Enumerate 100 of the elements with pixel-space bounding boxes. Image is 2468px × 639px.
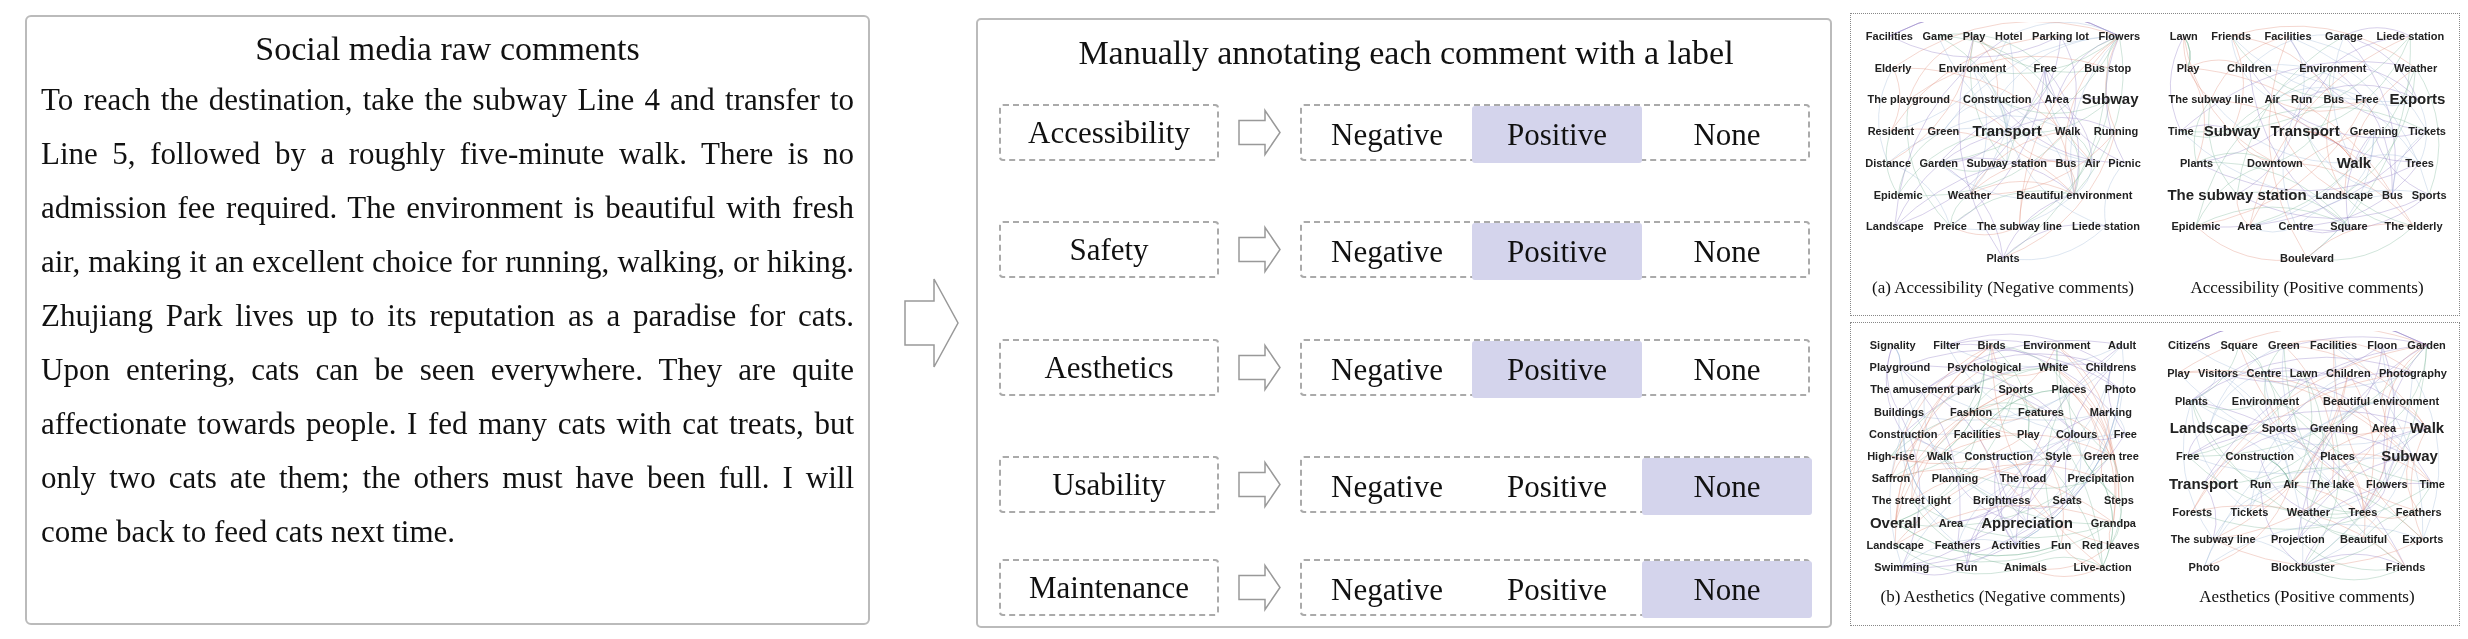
network-word: Activities (1990, 537, 2042, 553)
network-word: Saffron (1870, 471, 1912, 487)
network-word: Garden (2406, 338, 2447, 353)
network-word: Downtown (2246, 155, 2304, 171)
network-word: Sports (1997, 382, 2035, 398)
network-word: Blockbuster (2269, 560, 2336, 575)
label-option: Negative (1302, 458, 1472, 515)
network-word: Childrens (2084, 360, 2138, 376)
network-word: Walk (2408, 420, 2446, 437)
network-word: Birds (1976, 338, 2007, 353)
network-word: Lawn (2168, 29, 2199, 44)
network-word: Free (2175, 449, 2201, 464)
network-word: Environment (2298, 60, 2368, 76)
network-word: Lawn (2288, 365, 2319, 381)
label-text: Usability (1052, 466, 1166, 503)
network-word: Picnic (2107, 155, 2142, 171)
option-row-box (1300, 104, 1810, 161)
network-word: Parking lot (2031, 29, 2090, 44)
network-word: Colours (2054, 426, 2099, 442)
network-word: Liede station (2071, 219, 2141, 235)
network-word: Features (2017, 404, 2065, 420)
network-word: Places (2050, 382, 2088, 398)
network-word: Places (2319, 449, 2356, 464)
network-word: Playground (1868, 360, 1932, 376)
network-word: Play (2175, 60, 2201, 76)
network-word: Garden (1918, 155, 1959, 171)
label-option: None (1642, 458, 1812, 515)
network-word: Facilities (1952, 426, 2002, 442)
network-word: Photo (2103, 382, 2137, 398)
network-word: Transport (1971, 123, 2043, 140)
network-word: Planning (1930, 471, 1980, 487)
option-row-box (1300, 339, 1810, 396)
network-word: Landscape (1865, 219, 1925, 235)
network-word: Psychological (1946, 360, 2023, 376)
network-word: Sports (2410, 187, 2448, 203)
panel-title: Manually annotating each comment with a label (1077, 34, 1735, 72)
network-word: Buildings (1872, 404, 1926, 420)
network-word: Run (2289, 92, 2314, 108)
network-word: Trees (2347, 504, 2379, 520)
network-word: Weather (2392, 60, 2439, 76)
network-word: Forests (2171, 504, 2213, 520)
block-arrow (1238, 460, 1281, 509)
network-word: Bus (2322, 92, 2346, 108)
network-word: Plants (2179, 155, 2215, 171)
network-word: Subway station (1965, 155, 2049, 171)
network-word: Transport (2167, 475, 2240, 492)
network-word: Citizens (2167, 338, 2212, 353)
network-word: Exports (2401, 532, 2445, 548)
option-row-box (1300, 456, 1810, 513)
network-word: Plants (1985, 250, 2021, 266)
network-word: Fun (2050, 537, 2073, 553)
network-word: Walk (2054, 124, 2082, 140)
network-word: Trees (2404, 155, 2435, 171)
network-word: Signality (1868, 338, 1917, 353)
network-word: Boulevard (2279, 250, 2335, 266)
network-word: Brightness (1971, 493, 2032, 509)
network-word: Friends (2210, 29, 2253, 44)
network-word: The amusement park (1869, 382, 1982, 398)
network-word: Beautiful (2339, 532, 2389, 548)
network-word: Bus (2380, 187, 2404, 203)
network-word: Beautiful environment (2321, 393, 2441, 409)
network-word: Resident (1866, 124, 1916, 140)
figure-caption: Aesthetics (Positive comments) (2198, 587, 2416, 607)
label-text: Maintenance (1028, 569, 1190, 606)
network-word: Swimming (1873, 559, 1931, 575)
network-word: Environment (2230, 393, 2301, 409)
network-word: Bus stop (2083, 60, 2133, 76)
network-word: Area (1937, 515, 1965, 531)
network-word: Landscape (2168, 420, 2250, 437)
network-word: Overall (1868, 514, 1922, 531)
network-word: Construction (1963, 448, 2035, 464)
network-word: Transport (2269, 123, 2341, 140)
network-word: Free (2112, 426, 2138, 442)
network-word: Weather (2285, 504, 2331, 520)
network-word: Tickets (2407, 124, 2447, 140)
dotted-panel (1850, 322, 2460, 626)
network-word: High-rise (1866, 448, 1916, 464)
network-word: Centre (2245, 365, 2283, 381)
network-word: Run (1955, 559, 1979, 575)
network-word: Run (2248, 476, 2273, 492)
network-word: Photography (2377, 365, 2448, 381)
block-arrow (1238, 108, 1281, 157)
figure-caption: Accessibility (Positive comments) (2189, 278, 2425, 298)
network-word: Time (2418, 476, 2446, 492)
network-word: Visitors (2197, 365, 2240, 381)
network-word: The subway line (2167, 92, 2255, 108)
network-word: Distance (1864, 155, 1913, 171)
figure-caption: (a) Accessibility (Negative comments) (1871, 278, 2135, 298)
network-word: Area (2043, 92, 2070, 108)
network-word: Air (2282, 476, 2300, 492)
network-word: Environment (2022, 338, 2092, 353)
network-word: Environment (1937, 60, 2008, 76)
network-word: Green tree (2082, 448, 2140, 464)
annotation-panel (976, 18, 1832, 628)
network-word: Precipitation (2066, 471, 2136, 487)
network-word: White (2037, 360, 2070, 376)
network-word: Facilities (1864, 29, 1914, 44)
label-option: Negative (1302, 341, 1472, 398)
network-word: Adult (2107, 338, 2138, 353)
network-word: Liede station (2375, 29, 2446, 44)
